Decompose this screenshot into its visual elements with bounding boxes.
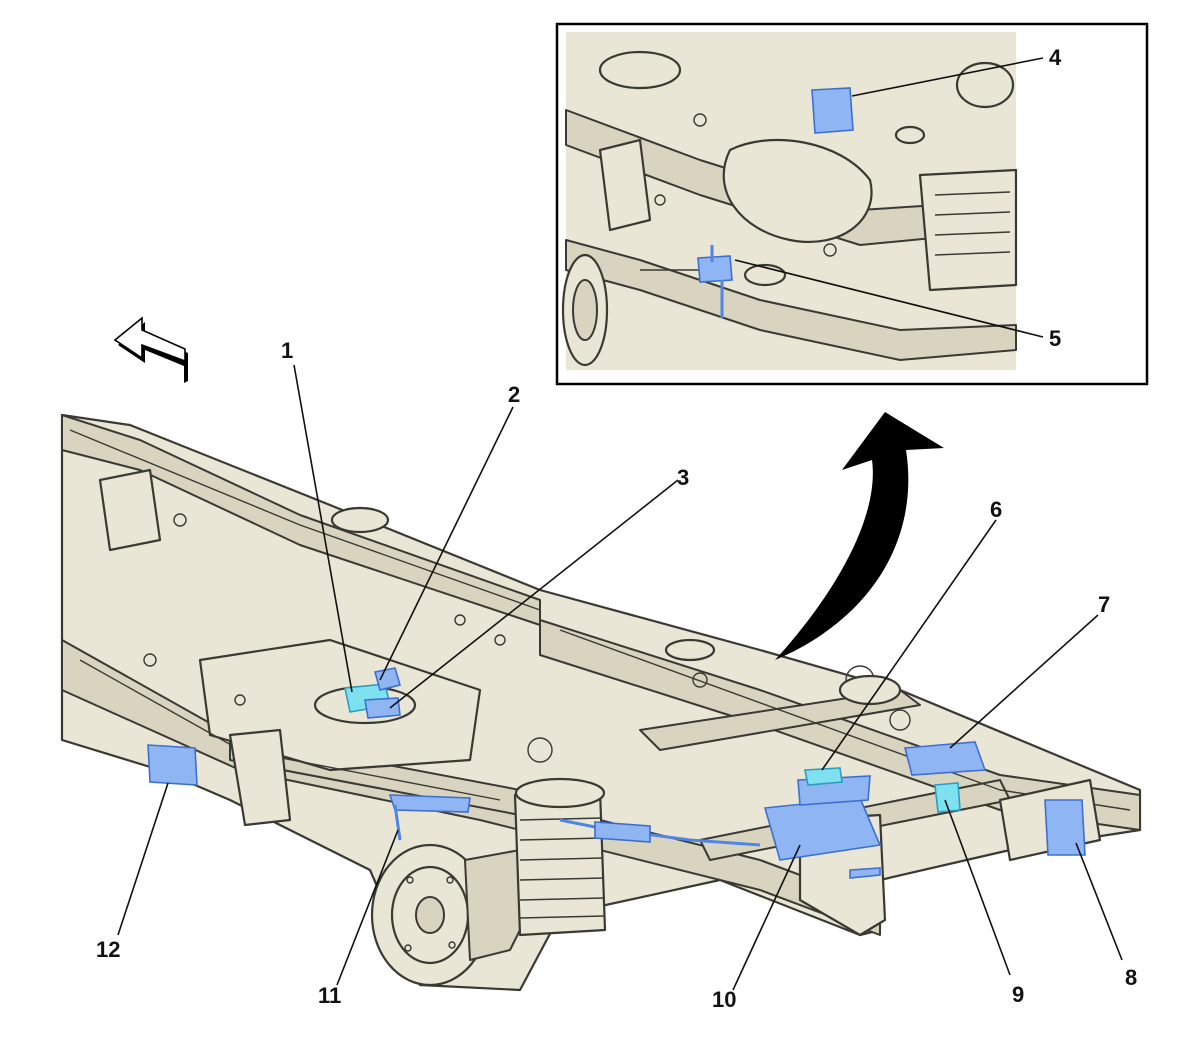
component-12 [147,744,198,786]
callout-3: 3 [677,465,689,490]
callout-2: 2 [508,382,520,407]
callout-11: 11 [318,983,341,1008]
callout-9: 9 [1012,982,1024,1007]
callout-6: 6 [990,497,1002,522]
highlighted-components [147,667,1086,879]
component-2 [373,667,402,691]
callout-10: 10 [712,987,736,1012]
component-11 [388,794,471,813]
rear-wheel-hub [370,843,536,987]
inset-detail-view [555,22,1149,386]
callout-8: 8 [1125,965,1137,990]
component-9 [934,782,961,813]
air-spring [513,777,607,937]
main-chassis-illustration [60,413,1142,992]
callout-12: 12 [96,937,120,962]
component-4 [811,87,854,134]
component-3 [364,697,401,719]
direction-arrow-front-icon [113,316,188,383]
callout-1: 1 [281,338,293,363]
component-8 [1044,799,1086,856]
callout-labels: 1 2 3 4 5 6 7 8 9 10 11 12 [96,45,1137,1012]
leader-lines [117,57,1123,991]
callout-7: 7 [1098,592,1110,617]
component-6 [804,767,843,786]
zoom-curved-arrow-icon [775,412,944,660]
callout-4: 4 [1049,45,1062,70]
component-5 [697,255,733,283]
component-7 [903,741,987,776]
callout-5: 5 [1049,326,1061,351]
